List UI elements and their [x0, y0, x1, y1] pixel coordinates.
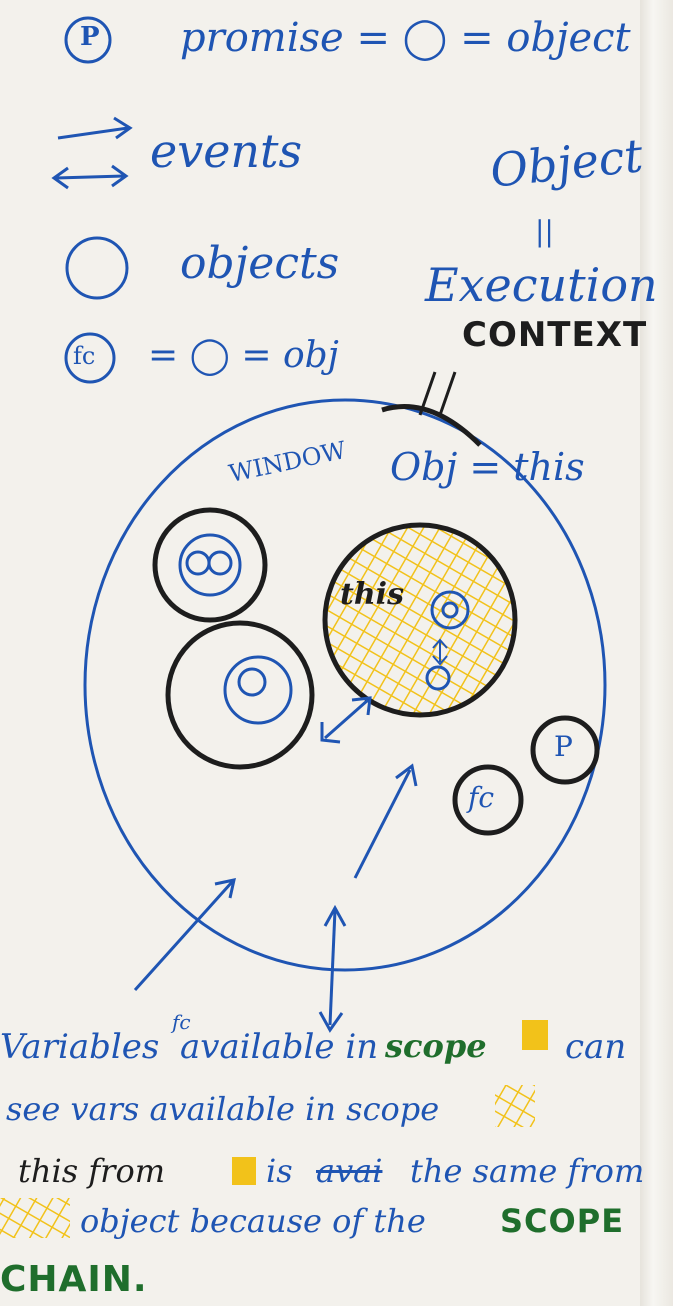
- caption-this-from: this from: [18, 1152, 166, 1190]
- objects-legend: objects: [180, 238, 340, 289]
- small-promise-icon: [530, 715, 600, 785]
- hatched-scope-swatch: [495, 1085, 535, 1127]
- caption-scope-word: scope: [385, 1027, 487, 1065]
- small-fc-icon: [452, 764, 524, 836]
- object-link-arrow-icon: [320, 696, 372, 744]
- context-highlight-arc: [381, 404, 482, 447]
- promise-symbol-label: P: [80, 22, 100, 52]
- window-circle: [83, 398, 607, 972]
- caption-can: can: [565, 1027, 627, 1067]
- caption-object-because: object because of the: [80, 1202, 426, 1240]
- inner-object-top-left: [152, 507, 268, 623]
- hatched-object-swatch: [0, 1198, 70, 1238]
- caption-same-from: the same from: [410, 1152, 645, 1190]
- paper-fold: [640, 0, 673, 1306]
- caption-available-in: available in: [180, 1027, 379, 1067]
- inner-object-this: [322, 522, 518, 718]
- inner-object-left: [165, 620, 315, 770]
- promise-symbol-icon: [64, 16, 112, 64]
- fc-symbol-label: fc: [73, 342, 96, 370]
- context-equals-marks: [418, 371, 457, 416]
- caption-fc-superscript: fc: [172, 1010, 191, 1034]
- small-promise-label: P: [554, 730, 573, 763]
- caption-variables: Variables: [0, 1027, 160, 1067]
- caption-struck-word: avai: [316, 1152, 383, 1190]
- events-legend: events: [150, 124, 303, 178]
- scope-arrows: [133, 763, 418, 1033]
- object-circle-icon: [65, 236, 129, 300]
- yellow-this-swatch: [232, 1157, 256, 1185]
- promise-legend: promise = ◯ = object: [180, 15, 631, 61]
- obj-this-label: Obj = this: [390, 445, 585, 489]
- side-note-execution: Execution: [425, 258, 658, 312]
- caption-scope-caps: SCOPE: [500, 1202, 625, 1240]
- side-note-context: CONTEXT: [462, 315, 648, 355]
- caption-line-2: see vars available in scope: [6, 1090, 440, 1128]
- caption-chain: CHAIN.: [0, 1259, 148, 1300]
- caption-is: is: [266, 1152, 293, 1190]
- event-arrow-icon: [51, 116, 133, 190]
- fc-symbol-icon: [64, 332, 116, 384]
- yellow-scope-swatch: [522, 1020, 548, 1050]
- small-fc-label: fc: [468, 781, 495, 814]
- fc-legend: = ◯ = obj: [148, 335, 339, 376]
- side-note-equals: ||: [535, 215, 554, 248]
- this-label: this: [340, 577, 404, 612]
